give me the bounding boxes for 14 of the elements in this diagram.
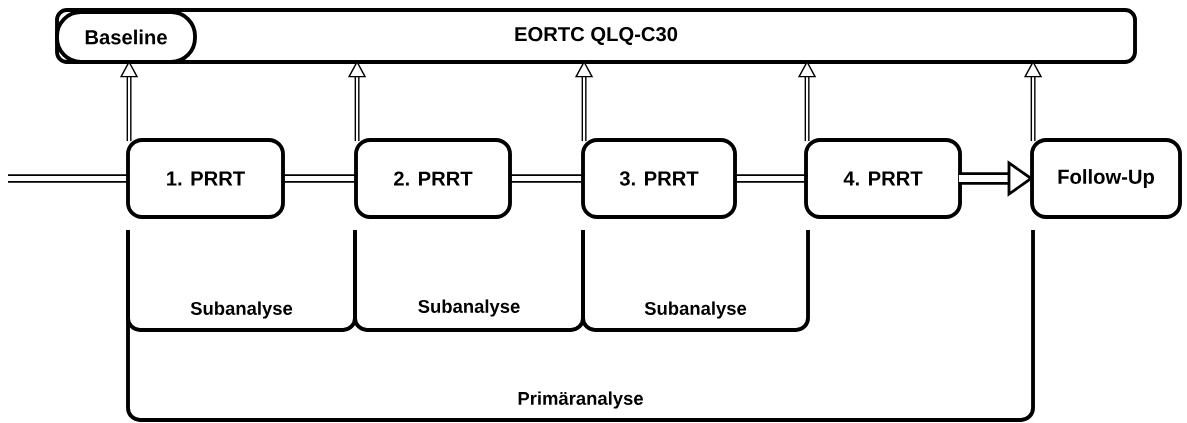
process-box: 1. PRRT: [126, 138, 285, 219]
pill-box: Baseline: [55, 10, 197, 64]
bracket-label: Primäranalyse: [518, 391, 643, 409]
connector-line: [508, 174, 586, 183]
process-box: 3. PRRT: [581, 138, 737, 219]
connector-line: [281, 174, 359, 183]
process-box: 4. PRRT: [804, 138, 962, 219]
connector-line: [733, 174, 809, 183]
bracket-label: Subanalyse: [644, 301, 747, 319]
connector-line: [7, 174, 131, 183]
process-box: 2. PRRT: [354, 138, 512, 219]
bracket-label: Subanalyse: [418, 299, 520, 317]
bracket-label: Subanalyse: [190, 301, 293, 319]
process-box: Follow-Up: [1030, 138, 1182, 219]
